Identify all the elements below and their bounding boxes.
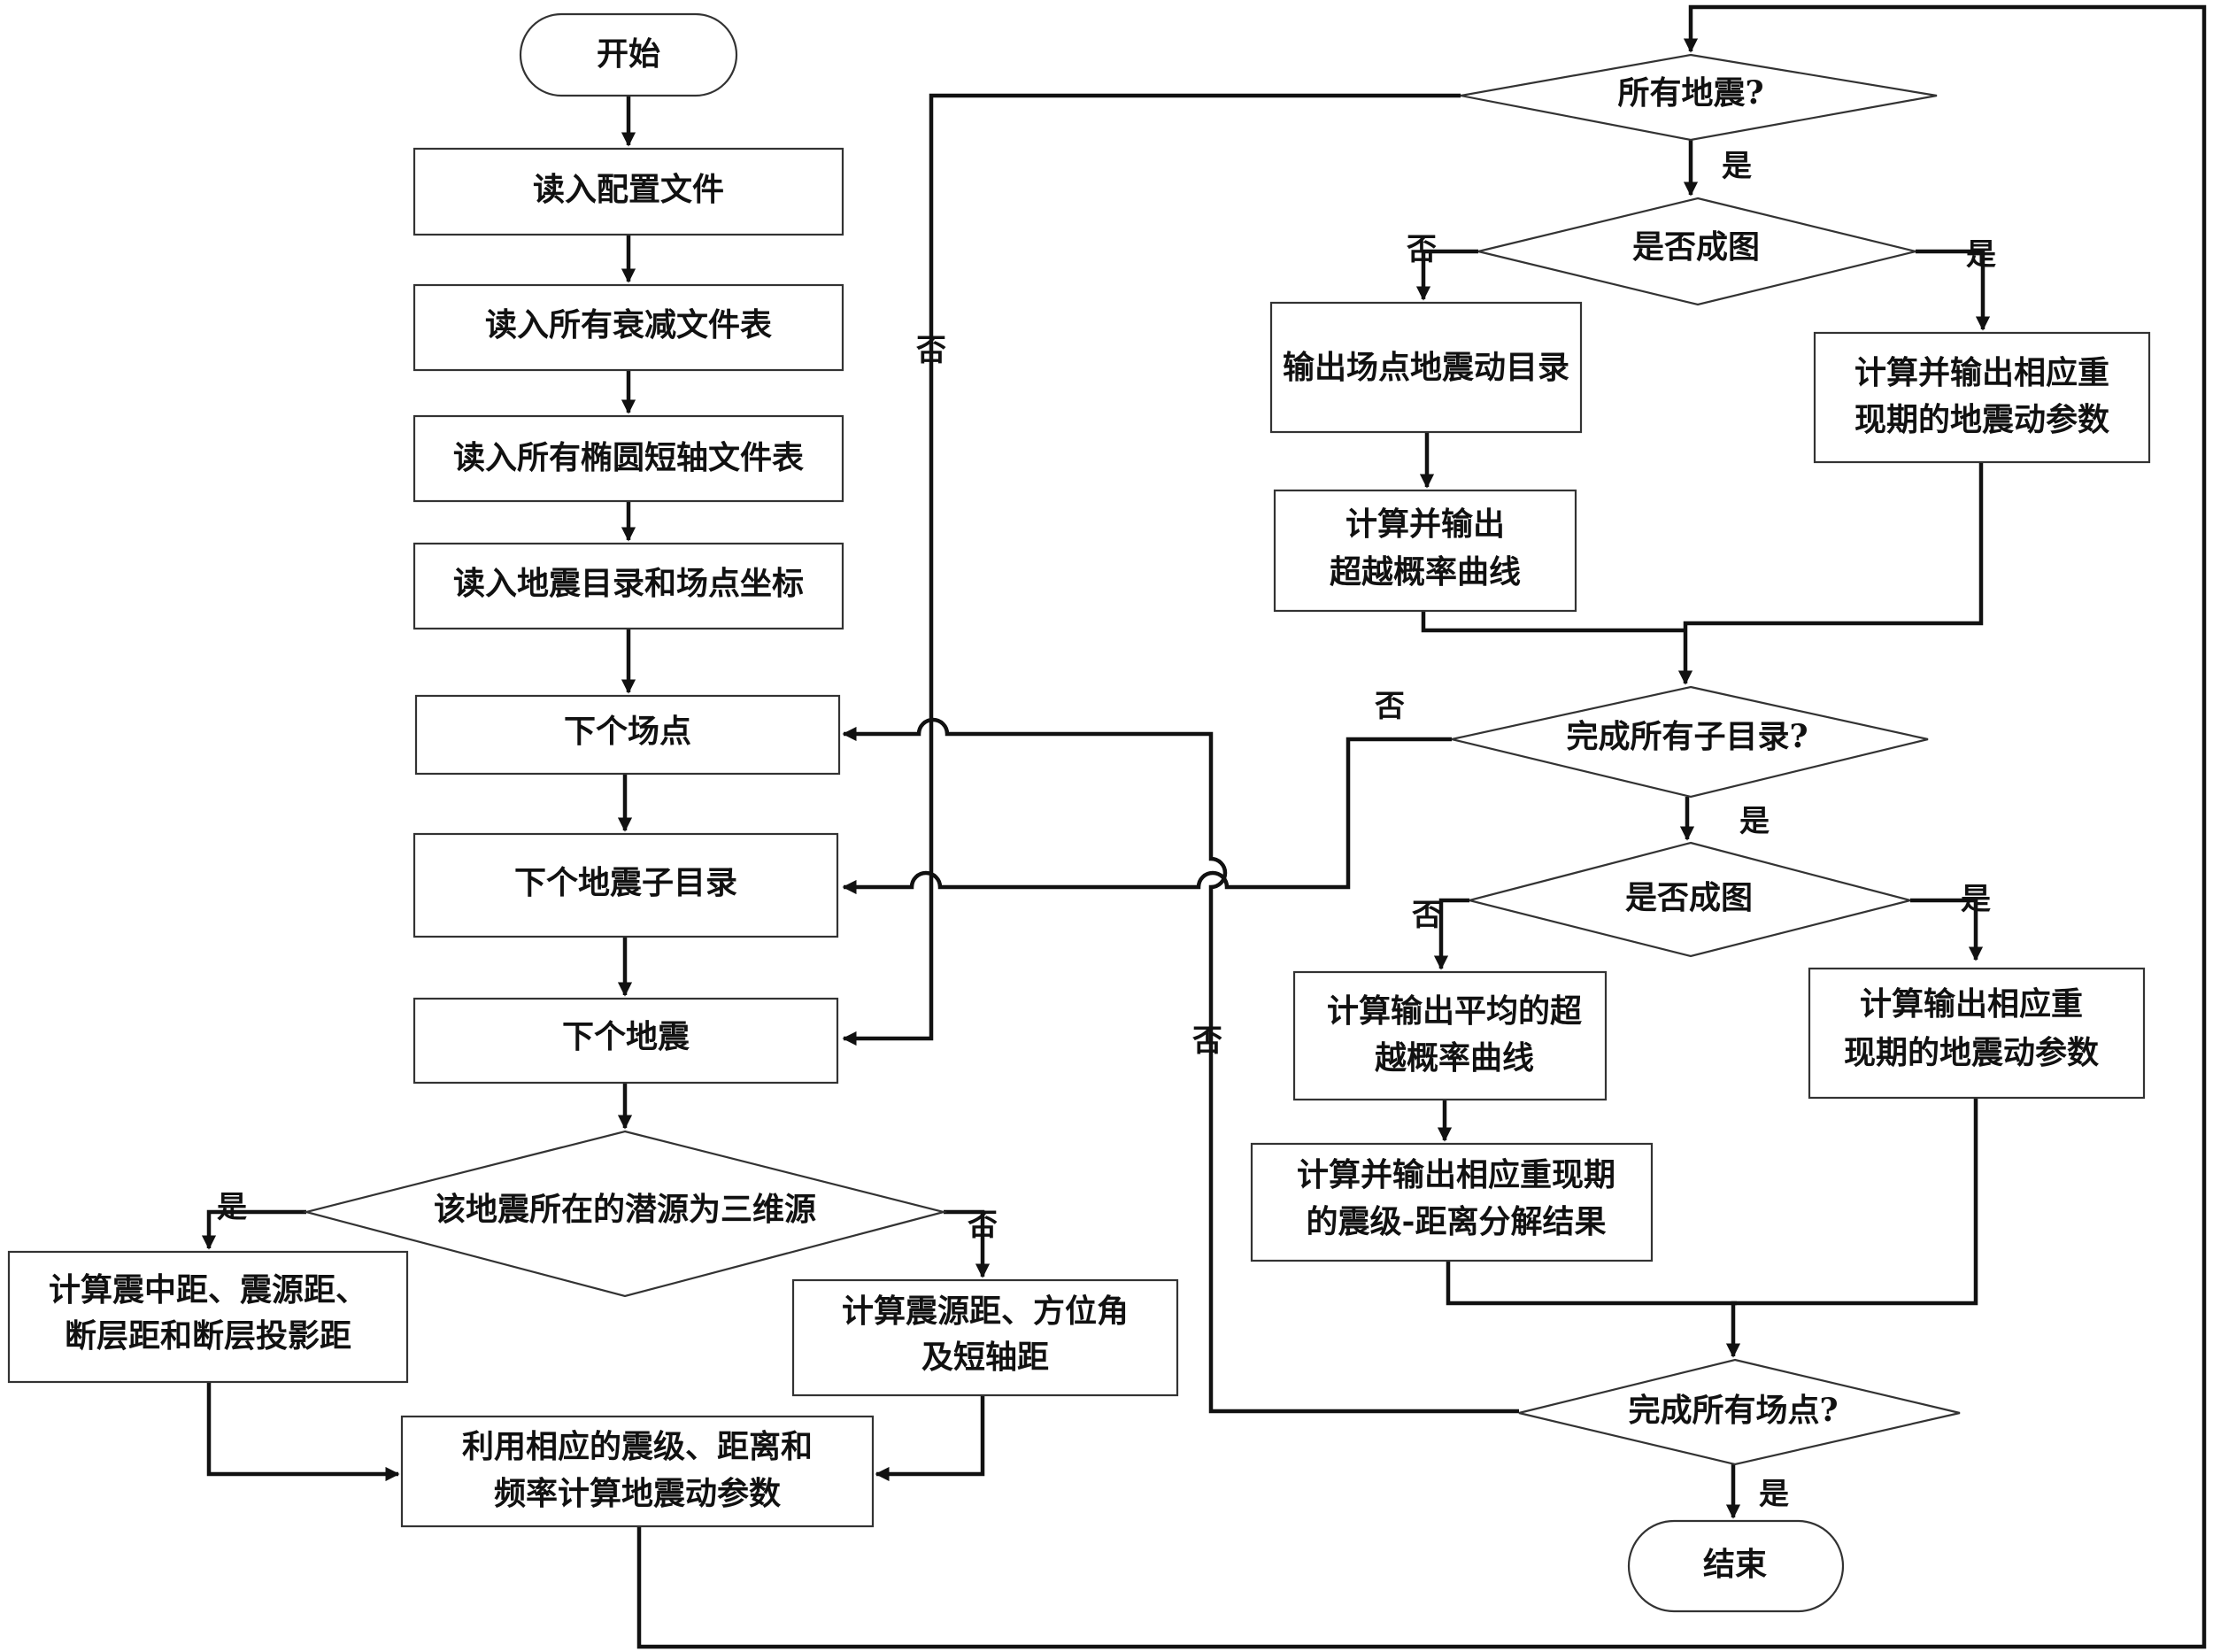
connectors (201, 4, 2207, 1649)
branch-labels: 是 否 是 否 否 是 否 是 否 是 否 是 (217, 149, 1996, 1512)
read-atten-label: 读入所有衰减文件表 (485, 306, 772, 344)
end-label: 结束 (1703, 1546, 1767, 1583)
arrow-distaz-motion (875, 1395, 985, 1482)
calc-mean-exceed-line1: 计算输出平均的超 (1327, 992, 1583, 1030)
line-disagg-merge (1446, 1261, 1737, 1306)
map2-decision: 是否成图 (1469, 841, 1911, 958)
label-map1-yes: 是 (1966, 237, 1996, 273)
start-node: 开始 (519, 12, 738, 97)
read-catalog-label: 读入地震目录和场点坐标 (453, 565, 804, 602)
arrow-return2-merge (1725, 1098, 1978, 1358)
calc-motion-box: 利用相应的震级、距离和 频率计算地震动参数 (400, 1415, 875, 1528)
next-site-box: 下个场点 (414, 694, 841, 776)
calc-return1-line1: 计算并输出相应重 (1854, 354, 2109, 391)
label-allsub-no: 否 (1375, 689, 1405, 724)
arrow-3d-yes (201, 1209, 306, 1250)
read-ellipse-label: 读入所有椭圆短轴文件表 (453, 439, 804, 476)
arrow-map1-no (1415, 249, 1478, 301)
label-allsites-no: 否 (1192, 1023, 1222, 1059)
arrow-map2-no (1433, 898, 1469, 970)
read-atten-box: 读入所有衰减文件表 (413, 283, 844, 372)
calc-return1-line2: 现期的地震动参数 (1854, 401, 2109, 438)
read-ellipse-box: 读入所有椭圆短轴文件表 (413, 414, 844, 503)
arrow-3d-no (944, 1209, 991, 1278)
label-allquakes-yes: 是 (1722, 149, 1752, 184)
calc-dist-az-line1: 计算震源距、方位角 (842, 1293, 1129, 1330)
start-label: 开始 (597, 35, 660, 73)
calc-motion-line1: 利用相应的震级、距离和 (462, 1428, 813, 1465)
calc-exceed-box: 计算并输出 超越概率曲线 (1273, 489, 1577, 613)
label-map2-yes: 是 (1961, 882, 1991, 917)
calc-dist-3d-box: 计算震中距、震源距、 断层距和断层投影距 (7, 1250, 409, 1384)
calc-exceed-line2: 超越概率曲线 (1330, 553, 1521, 591)
line-exceed-merge (1421, 611, 1685, 633)
calc-exceed-line1: 计算并输出 (1346, 506, 1505, 543)
map1-label: 是否成图 (1632, 228, 1760, 266)
calc-return2-line1: 计算输出相应重 (1860, 985, 2083, 1023)
all-subcatalogs-label: 完成所有子目录? (1566, 718, 1808, 755)
out-site-catalog-box: 输出场点地震动目录 (1269, 301, 1583, 434)
all-quakes-label: 所有地震? (1617, 74, 1763, 112)
arrow-allsub-no (842, 737, 1452, 895)
map1-decision: 是否成图 (1477, 197, 1916, 306)
calc-return2-box: 计算输出相应重 现期的地震动参数 (1808, 967, 2146, 1100)
next-subcatalog-box: 下个地震子目录 (413, 832, 839, 938)
arrow-motion-loop (636, 4, 2207, 1649)
calc-return-disagg-line1: 计算并输出相应重现期 (1297, 1156, 1615, 1193)
all-sites-label: 完成所有场点? (1628, 1392, 1838, 1429)
arrow-allsites-no (842, 717, 1519, 1414)
next-subcatalog-label: 下个地震子目录 (514, 864, 737, 901)
label-map1-no: 否 (1407, 232, 1437, 267)
arrow-map1-yes (1916, 249, 1991, 331)
read-catalog-box: 读入地震目录和场点坐标 (413, 542, 844, 630)
next-quake-label: 下个地震 (562, 1018, 690, 1055)
label-allquakes-no: 否 (916, 333, 946, 368)
is-3d-decision: 该地震所在的潜源为三维源 (302, 1130, 948, 1298)
calc-return2-line2: 现期的地震动参数 (1844, 1034, 2099, 1071)
all-quakes-decision: 所有地震? (1460, 53, 1938, 142)
all-sites-decision: 完成所有场点? (1518, 1358, 1961, 1466)
arrow-return1-merge (1677, 462, 1984, 685)
next-site-label: 下个场点 (564, 713, 691, 750)
calc-mean-exceed-box: 计算输出平均的超 越概率曲线 (1292, 970, 1608, 1101)
calc-mean-exceed-line2: 越概率曲线 (1375, 1039, 1534, 1077)
calc-return1-box: 计算并输出相应重 现期的地震动参数 (1813, 331, 2151, 464)
calc-motion-line2: 频率计算地震动参数 (494, 1475, 781, 1512)
label-3d-yes: 是 (217, 1190, 247, 1225)
read-config-box: 读入配置文件 (413, 147, 844, 236)
label-allsites-yes: 是 (1759, 1477, 1789, 1512)
read-config-label: 读入配置文件 (533, 171, 724, 208)
calc-dist-3d-line1: 计算震中距、震源距、 (49, 1271, 367, 1308)
calc-return-disagg-box: 计算并输出相应重现期 的震级-距离分解结果 (1250, 1142, 1654, 1262)
arrow-dist3d-motion (206, 1382, 400, 1482)
label-3d-no: 否 (968, 1208, 998, 1243)
calc-dist-az-box: 计算震源距、方位角 及短轴距 (791, 1278, 1179, 1397)
calc-dist-az-line2: 及短轴距 (921, 1339, 1049, 1376)
map2-label: 是否成图 (1625, 879, 1753, 916)
next-quake-box: 下个地震 (413, 997, 839, 1085)
arrow-map2-yes (1910, 898, 1984, 961)
calc-return-disagg-line2: 的震级-距离分解结果 (1307, 1203, 1607, 1240)
calc-dist-3d-line2: 断层距和断层投影距 (65, 1317, 351, 1355)
all-subcatalogs-decision: 完成所有子目录? (1451, 685, 1929, 799)
label-allsub-yes: 是 (1739, 804, 1770, 839)
out-site-catalog-label: 输出场点地震动目录 (1283, 349, 1569, 386)
is-3d-label: 该地震所在的潜源为三维源 (434, 1191, 816, 1228)
end-node: 结束 (1627, 1519, 1845, 1613)
label-map2-no: 否 (1412, 898, 1442, 933)
arrow-allquakes-no (842, 93, 1461, 1046)
